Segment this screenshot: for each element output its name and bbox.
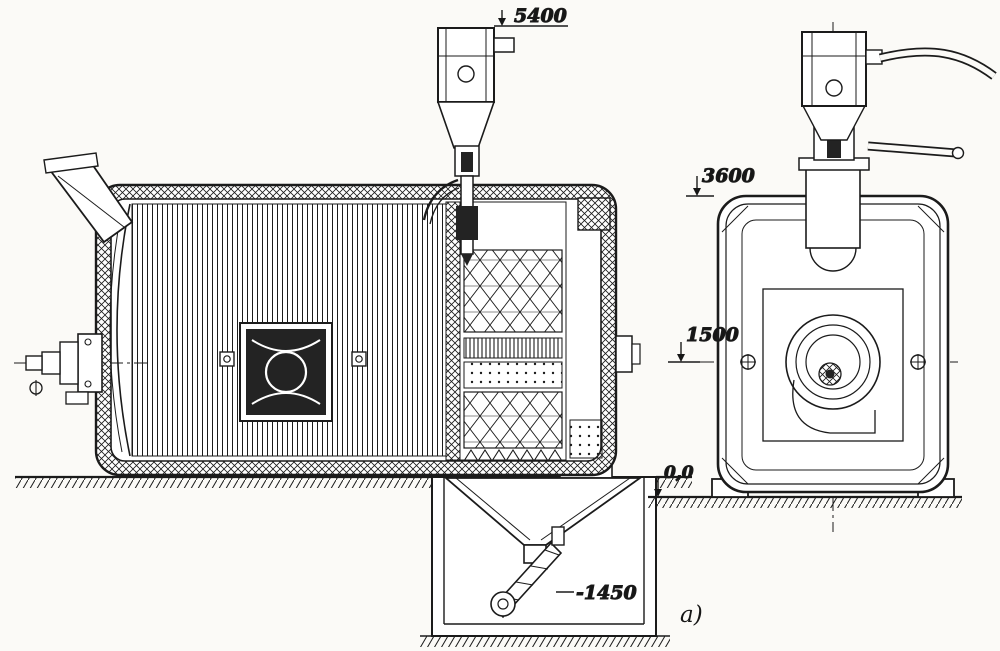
- end-view: 3600 1500 0,0: [648, 22, 997, 532]
- elevation-mark-1500: 1500: [668, 324, 739, 363]
- screw-conveyor: [490, 526, 565, 619]
- elevation-arrow-icon: [693, 188, 701, 196]
- elevation-mark-minus-1450: -1450: [556, 582, 637, 605]
- elevation-label-1500: 1500: [686, 324, 739, 346]
- elevation-label-3600: 3600: [702, 165, 755, 187]
- ash-pit: [420, 476, 670, 647]
- elevation-label-5400: 5400: [514, 5, 567, 27]
- elevation-arrow-icon: [498, 18, 506, 26]
- elevation-label-zero: 0,0: [664, 463, 694, 483]
- furnace-port: [219, 322, 367, 422]
- roof-equipment: [798, 31, 997, 272]
- elevation-arrow-icon: [654, 489, 662, 497]
- division-wall: [445, 201, 461, 461]
- rear-nozzle: [615, 335, 641, 373]
- elevation-arrow-icon: [677, 354, 685, 362]
- elevation-mark-5400: 5400: [494, 5, 568, 28]
- convection-pass: [459, 197, 611, 463]
- ground-level-left: [15, 475, 692, 488]
- feed-chute: [43, 152, 134, 244]
- figure-label: а): [680, 602, 703, 628]
- elevation-label-minus-1450: -1450: [576, 582, 637, 604]
- elevation-mark-3600: 3600: [686, 165, 755, 197]
- burner-front: [740, 314, 926, 434]
- ground-level-right: [648, 495, 962, 508]
- elevation-mark-zero: 0,0: [648, 463, 694, 498]
- burner-assembly: [14, 333, 150, 405]
- side-section-view: 5400 -1450: [14, 5, 692, 647]
- cyclone-feeder: [422, 27, 515, 266]
